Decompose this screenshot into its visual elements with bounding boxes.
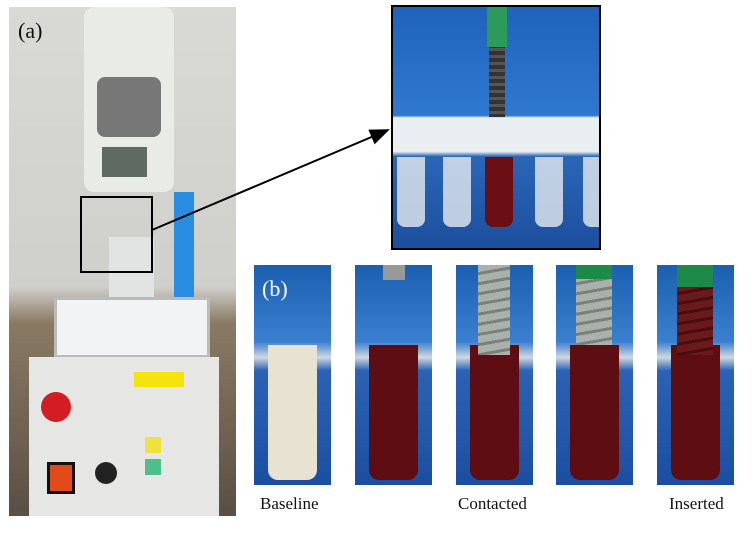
tube-blood xyxy=(570,345,619,480)
tube-empty xyxy=(397,157,425,227)
tube-blood xyxy=(671,345,720,480)
platform xyxy=(54,297,210,358)
gauge-display xyxy=(102,147,147,177)
tube-blood xyxy=(369,345,418,480)
caption-inserted: Inserted xyxy=(669,494,724,513)
tube-empty xyxy=(268,345,317,480)
photo-test-machine xyxy=(9,7,236,516)
tube-empty xyxy=(583,157,599,227)
photo-baseline xyxy=(254,265,331,485)
implant-screw xyxy=(489,37,505,117)
implant-screw xyxy=(383,265,405,280)
gauge-keypad xyxy=(97,77,161,137)
implant-screw xyxy=(677,285,713,355)
photo-inserted xyxy=(657,265,734,485)
caption-contacted: Contacted xyxy=(458,494,527,513)
panel-b-label: (b) xyxy=(262,276,288,301)
implant-holder xyxy=(677,265,713,287)
tube-blood xyxy=(485,157,513,227)
photo-before-contact xyxy=(355,265,432,485)
speed-knob xyxy=(95,462,117,484)
implant-holder xyxy=(487,7,507,47)
photo-contacted xyxy=(456,265,533,485)
emergency-stop xyxy=(41,392,71,422)
panel-a-label: (a) xyxy=(18,18,43,43)
implant-screw xyxy=(478,265,510,355)
green-button xyxy=(145,459,161,475)
inset-closeup xyxy=(391,5,601,250)
implant-holder xyxy=(576,265,612,279)
caption-baseline: Baseline xyxy=(260,494,319,513)
tube-blood xyxy=(470,345,519,480)
photo-partial-insert xyxy=(556,265,633,485)
zoom-region-box xyxy=(80,196,153,273)
tube-empty xyxy=(443,157,471,227)
yellow-button xyxy=(145,437,161,453)
warning-label xyxy=(134,372,184,387)
power-switch xyxy=(47,462,75,494)
tube-empty xyxy=(535,157,563,227)
